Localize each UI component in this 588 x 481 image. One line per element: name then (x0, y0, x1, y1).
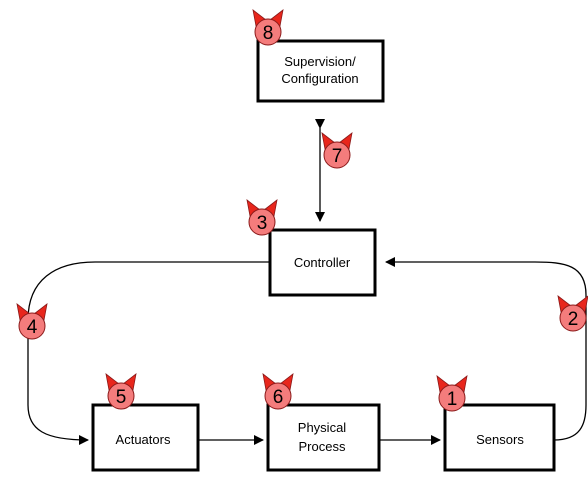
sensors-box (443, 403, 556, 472)
node-process: Physical Process (266, 403, 381, 472)
process-label-line-1: Physical (298, 420, 347, 435)
badge-6: 6 (262, 373, 294, 410)
badge-circle (254, 18, 282, 46)
badge-5: 5 (105, 373, 137, 410)
badge-circle (18, 312, 46, 340)
supervision-box (256, 39, 385, 103)
supervision-label-line-2: Configuration (281, 71, 358, 86)
edge-sensors-to-controller (385, 257, 587, 441)
controller-label: Controller (294, 255, 351, 270)
badge-number: 6 (273, 387, 284, 408)
node-actuators: Actuators (91, 403, 200, 472)
badge-circle (323, 141, 351, 169)
badge-2: 2 (557, 295, 588, 332)
badge-circle (248, 208, 276, 236)
controller-box (268, 228, 377, 297)
sensors-label: Sensors (476, 432, 524, 447)
badge-circle (107, 382, 135, 410)
badge-7: 7 (321, 132, 353, 169)
badge-8: 8 (252, 9, 284, 46)
badge-1: 1 (436, 375, 468, 412)
badge-4: 4 (16, 303, 48, 340)
badges: 8 7 3 4 2 (16, 9, 588, 412)
node-sensors: Sensors (443, 403, 556, 472)
badge-number: 3 (257, 213, 268, 234)
node-supervision: Supervision/ Configuration (256, 39, 385, 103)
badge-number: 5 (116, 387, 127, 408)
badge-number: 7 (332, 146, 343, 167)
process-box (266, 403, 381, 472)
badge-3: 3 (246, 199, 278, 236)
badge-circle (438, 384, 466, 412)
process-label-line-2: Process (299, 439, 346, 454)
node-controller: Controller (268, 228, 377, 297)
badge-number: 2 (568, 309, 579, 330)
supervision-label-line-1: Supervision/ (284, 54, 356, 69)
badge-circle (559, 304, 587, 332)
badge-number: 1 (447, 389, 458, 410)
badge-circle (264, 382, 292, 410)
badge-number: 8 (263, 23, 274, 44)
actuators-box (91, 403, 200, 472)
badge-number: 4 (27, 317, 38, 338)
actuators-label: Actuators (116, 432, 171, 447)
